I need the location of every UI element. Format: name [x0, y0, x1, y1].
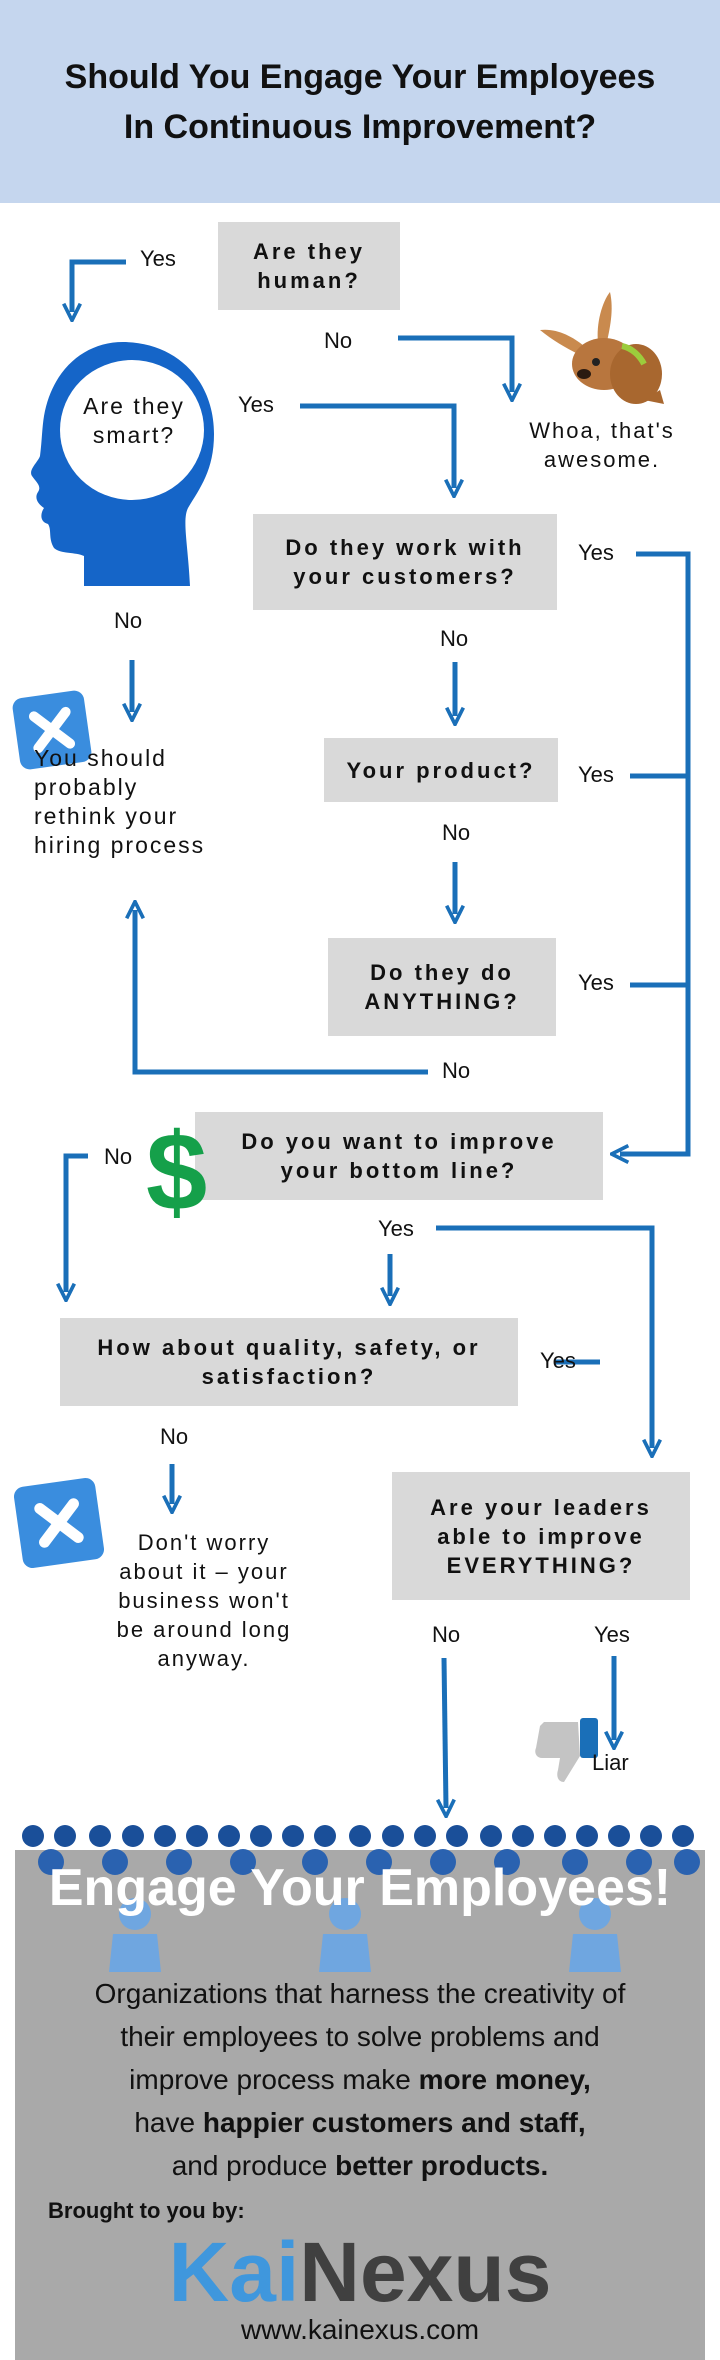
para-line-4a: have: [134, 2107, 203, 2138]
logo-kai: Kai: [168, 2225, 300, 2319]
arrow-leaders-no: [444, 1657, 446, 1808]
label-anything-yes: Yes: [578, 970, 614, 995]
head-silhouette-icon: [31, 342, 214, 586]
label-quality-yes: Yes: [540, 1348, 576, 1373]
question-customers: Do they work with your customers?: [253, 514, 557, 610]
question-leaders: Are your leaders able to improve EVERYTH…: [392, 1472, 690, 1600]
label-bottom-yes: Yes: [378, 1216, 414, 1241]
header-banner: [0, 0, 720, 203]
question-human: Are they human?: [218, 222, 400, 310]
dollar-icon: $: [146, 1111, 208, 1234]
engage-headline: Engage Your Employees!: [48, 1859, 672, 1917]
para-line-4: have happier customers and staff,: [15, 2101, 705, 2144]
label-human-no: No: [324, 328, 353, 353]
page-title-line-1: Should You Engage Your Employees: [64, 58, 656, 96]
footer-paragraph: Organizations that harness the creativit…: [15, 1972, 705, 2187]
label-customers-yes: Yes: [578, 540, 614, 565]
question-quality: How about quality, safety, or satisfacti…: [60, 1318, 518, 1406]
label-smart-yes: Yes: [238, 392, 274, 417]
para-line-5: and produce better products.: [15, 2144, 705, 2187]
arrow-yes-bracket: [620, 551, 691, 1154]
label-product-no: No: [442, 820, 471, 845]
para-line-5a: and produce: [171, 2150, 336, 2181]
para-line-1: Organizations that harness the creativit…: [94, 1978, 626, 2009]
flow-arrows: [0, 259, 691, 1850]
website-url[interactable]: www.kainexus.com: [240, 2314, 480, 2345]
people-crowd-icon: [22, 1825, 700, 1972]
label-leaders-yes: Yes: [594, 1622, 630, 1647]
label-human-yes: Yes: [140, 246, 176, 271]
label-customers-no: No: [440, 626, 469, 651]
label-quality-no: No: [160, 1424, 189, 1449]
question-bottom-line: Do you want to improve your bottom line?: [195, 1112, 603, 1200]
liar-text: Liar: [592, 1750, 629, 1775]
para-line-3b: more money,: [418, 2064, 591, 2095]
arrow-bottom-no: [66, 1153, 88, 1292]
label-bottom-no: No: [104, 1144, 133, 1169]
para-line-5b: better products.: [335, 2150, 549, 2181]
label-product-yes: Yes: [578, 762, 614, 787]
question-anything: Do they do ANYTHING?: [328, 938, 556, 1036]
logo-nexus: Nexus: [299, 2225, 552, 2319]
page-title-line-2: In Continuous Improvement?: [123, 108, 597, 146]
kainexus-logo: KaiNexus: [15, 2222, 705, 2322]
arrow-human-yes: [72, 259, 126, 312]
arrow-bottom-yes-right: [436, 1225, 652, 1448]
para-line-3: improve process make more money,: [15, 2058, 705, 2101]
question-smart: Are they smart?: [83, 393, 185, 448]
dog-photo: [540, 292, 664, 404]
awesome-text: Whoa, that's awesome.: [529, 418, 675, 472]
para-line-3a: improve process make: [129, 2064, 419, 2095]
dont-worry-text: Don't worry about it – your business won…: [116, 1530, 292, 1671]
thumbs-down-icon: [535, 1718, 598, 1782]
arrow-anything-no: [135, 910, 428, 1075]
arrow-smart-yes: [300, 403, 454, 488]
label-anything-no: No: [442, 1058, 471, 1083]
brought-by-label: Brought to you by:: [48, 2198, 245, 2223]
x-icon: [12, 1476, 106, 1570]
rethink-hiring-text: You should probably rethink your hiring …: [34, 745, 206, 858]
label-smart-no: No: [114, 608, 143, 633]
question-product: Your product?: [324, 738, 558, 802]
para-line-4b: happier customers and staff,: [202, 2107, 586, 2138]
x-icon: [11, 689, 93, 771]
label-leaders-no: No: [432, 1622, 461, 1647]
para-line-2: their employees to solve problems and: [120, 2021, 600, 2052]
arrow-human-no: [398, 335, 512, 392]
